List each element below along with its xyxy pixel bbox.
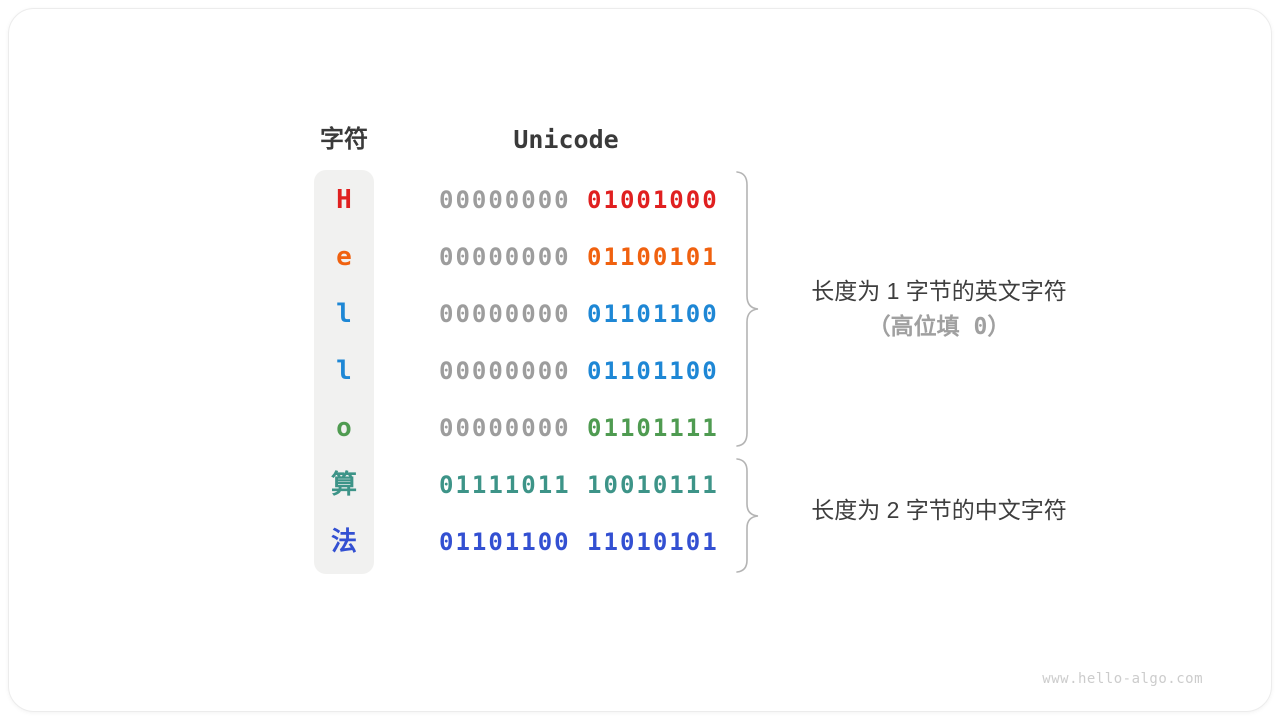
binary-byte-low: 01101111 bbox=[587, 414, 719, 442]
row-character: e bbox=[336, 242, 352, 272]
binary-byte-low: 01001000 bbox=[587, 186, 719, 214]
row-character: 算 bbox=[330, 470, 357, 500]
encoding-row: e 00000000 01100101 bbox=[314, 229, 734, 286]
encoding-row: l 00000000 01101100 bbox=[314, 343, 734, 400]
encoding-row: 算 01111011 10010111 bbox=[314, 457, 734, 514]
annotation-chinese-bytes: 长度为 2 字节的中文字符 bbox=[749, 494, 1129, 526]
binary-byte-high: 00000000 bbox=[439, 300, 571, 328]
diagram-card: 字符 Unicode H 00000000 01001000 e 00000000 0… bbox=[8, 8, 1272, 712]
annotation-english-line1: 长度为 1 字节的英文字符 bbox=[811, 278, 1067, 304]
binary-byte-high: 00000000 bbox=[439, 414, 571, 442]
binary-byte-high: 01101100 bbox=[439, 528, 571, 556]
char-column-header: 字符 bbox=[320, 126, 368, 153]
row-character: o bbox=[336, 413, 352, 443]
unicode-column-header: Unicode bbox=[513, 125, 619, 154]
binary-byte-low: 11010101 bbox=[587, 528, 719, 556]
row-character: 法 bbox=[330, 527, 357, 557]
row-character: l bbox=[336, 299, 352, 329]
char-column-background bbox=[314, 170, 374, 574]
binary-byte-low: 01101100 bbox=[587, 300, 719, 328]
binary-byte-low: 10010111 bbox=[587, 471, 719, 499]
watermark: www.hello-algo.com bbox=[1042, 671, 1203, 687]
annotation-english-line2: （高位填 0） bbox=[867, 314, 1011, 340]
binary-byte-high: 00000000 bbox=[439, 243, 571, 271]
encoding-row: o 00000000 01101111 bbox=[314, 400, 734, 457]
encoding-row: H 00000000 01001000 bbox=[314, 172, 734, 229]
row-character: l bbox=[336, 356, 352, 386]
annotation-english-bytes: 长度为 1 字节的英文字符 （高位填 0） bbox=[749, 275, 1129, 343]
row-binary-value: 00000000 01001000 bbox=[439, 172, 719, 229]
row-character: H bbox=[336, 185, 352, 215]
annotation-chinese-line1: 长度为 2 字节的中文字符 bbox=[811, 497, 1067, 523]
encoding-row: l 00000000 01101100 bbox=[314, 286, 734, 343]
row-binary-value: 01111011 10010111 bbox=[439, 457, 719, 514]
row-binary-value: 00000000 01101111 bbox=[439, 400, 719, 457]
binary-byte-high: 00000000 bbox=[439, 186, 571, 214]
binary-byte-low: 01101100 bbox=[587, 357, 719, 385]
row-binary-value: 00000000 01101100 bbox=[439, 286, 719, 343]
row-binary-value: 00000000 01100101 bbox=[439, 229, 719, 286]
binary-byte-high: 00000000 bbox=[439, 357, 571, 385]
binary-byte-low: 01100101 bbox=[587, 243, 719, 271]
row-binary-value: 01101100 11010101 bbox=[439, 514, 719, 571]
row-binary-value: 00000000 01101100 bbox=[439, 343, 719, 400]
encoding-row: 法 01101100 11010101 bbox=[314, 514, 734, 571]
binary-byte-high: 01111011 bbox=[439, 471, 571, 499]
